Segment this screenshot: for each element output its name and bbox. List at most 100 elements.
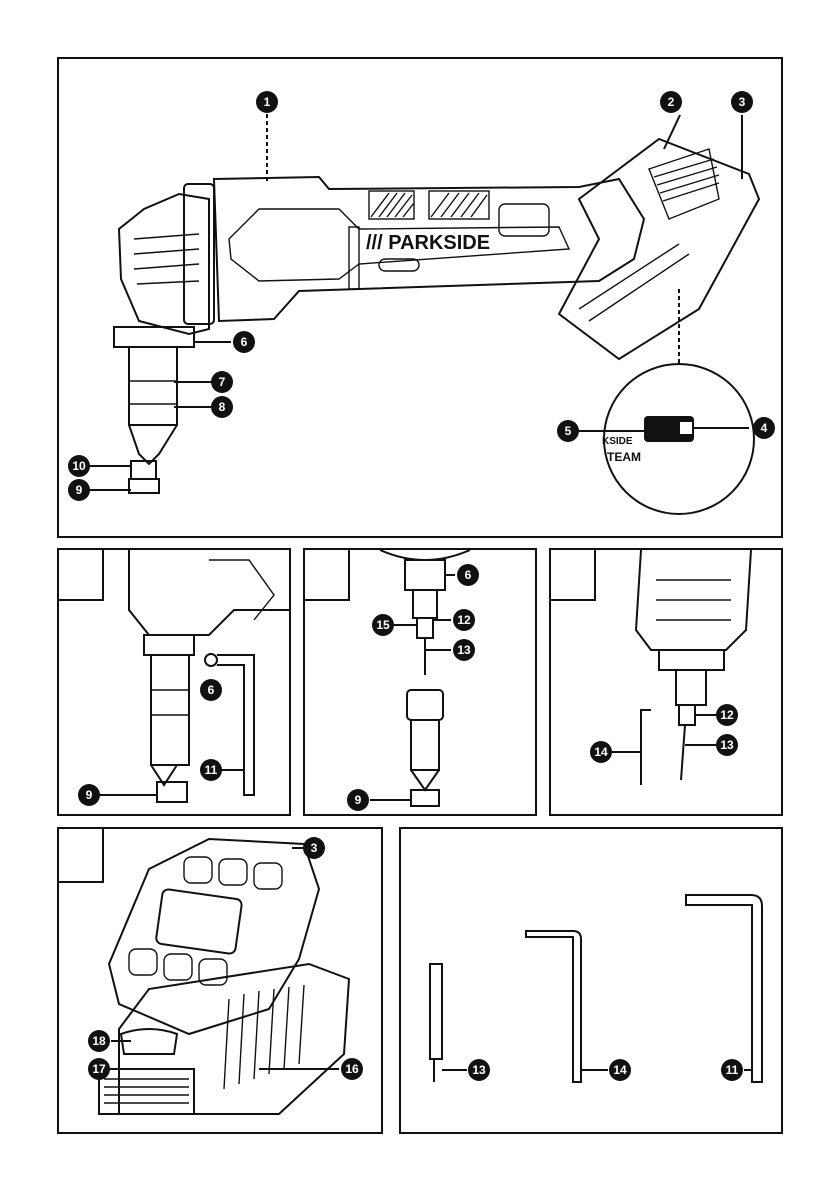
svg-text:14: 14 <box>594 745 608 759</box>
locking-screw <box>205 654 217 666</box>
cutting-head-shaft <box>129 347 177 425</box>
callout-3: 3 <box>731 91 753 113</box>
svg-text:4: 4 <box>761 421 768 435</box>
svg-text:13: 13 <box>457 643 471 657</box>
hex-key-small <box>641 710 651 785</box>
cutting-head-removed <box>411 720 439 770</box>
svg-text:16: 16 <box>345 1062 359 1076</box>
hex-key <box>217 655 254 795</box>
step-b-illustration: 6 12 15 13 9 <box>305 550 537 816</box>
callout-6: 6 <box>200 679 222 701</box>
svg-text:9: 9 <box>355 793 362 807</box>
battery-ribs <box>649 149 719 219</box>
battery-grip-cells <box>129 857 282 985</box>
battery-display-panel <box>155 889 242 955</box>
callout-8: 8 <box>211 396 233 418</box>
punch-holder <box>129 425 177 464</box>
cutting-die <box>157 782 187 802</box>
svg-text:13: 13 <box>472 1063 486 1077</box>
svg-text:14: 14 <box>613 1063 627 1077</box>
svg-text:7: 7 <box>219 375 226 389</box>
cutting-head-shaft <box>151 655 189 765</box>
svg-text:6: 6 <box>465 568 472 582</box>
switch-slot <box>349 227 359 289</box>
step-tab-b <box>305 550 349 600</box>
callout-13: 13 <box>468 1059 490 1081</box>
battery-pack <box>559 139 759 359</box>
svg-text:9: 9 <box>76 483 83 497</box>
lock-nut <box>114 327 194 347</box>
motor-head-ribs <box>134 234 199 284</box>
svg-text:15: 15 <box>376 618 390 632</box>
callout-11: 11 <box>200 759 222 781</box>
callout-7: 7 <box>211 371 233 393</box>
spare-punch <box>430 964 442 1059</box>
step-c-illustration: 12 13 14 <box>551 550 783 816</box>
die-base <box>129 479 159 493</box>
callout-13: 13 <box>453 639 475 661</box>
callout-18: 18 <box>88 1030 110 1052</box>
callout-13: 13 <box>716 734 738 756</box>
step-tab-c <box>551 550 595 600</box>
charger-front <box>99 1069 194 1114</box>
svg-text:11: 11 <box>205 763 218 777</box>
step-a-illustration: 6 9 11 <box>59 550 291 816</box>
hex-key-small <box>526 931 581 1082</box>
hex-key-large <box>686 895 762 1082</box>
punch-holder <box>417 618 433 638</box>
motor-housing <box>129 550 291 635</box>
callout-16: 16 <box>341 1058 363 1080</box>
callout-15: 15 <box>372 614 394 636</box>
accessories-illustration: 13 14 11 <box>401 829 783 1134</box>
svg-text:2: 2 <box>668 95 675 109</box>
svg-text:17: 17 <box>92 1062 106 1076</box>
cutting-die <box>411 790 439 806</box>
svg-text:18: 18 <box>92 1034 106 1048</box>
callout-12: 12 <box>453 609 475 631</box>
detail-team-text: TEAM <box>607 450 641 464</box>
svg-text:6: 6 <box>241 335 248 349</box>
detail-brand-text: KSIDE <box>602 436 633 447</box>
svg-text:3: 3 <box>739 95 746 109</box>
svg-text:11: 11 <box>726 1063 739 1077</box>
callout-14: 14 <box>590 741 612 763</box>
brand-logo: /// PARKSIDE <box>366 232 490 254</box>
svg-text:9: 9 <box>86 788 93 802</box>
step-d-illustration: 3 18 17 16 <box>59 829 383 1134</box>
charger-vents <box>224 985 304 1089</box>
main-overview-panel: /// PARKSIDE KSIDE TEAM 1 2 <box>57 57 783 538</box>
cutting-die <box>131 461 156 479</box>
callout-17: 17 <box>88 1058 110 1080</box>
callout-6: 6 <box>457 564 479 586</box>
callout-11: 11 <box>721 1059 743 1081</box>
svg-text:12: 12 <box>720 708 734 722</box>
svg-text:12: 12 <box>457 613 471 627</box>
callout-9: 9 <box>347 789 369 811</box>
callout-12: 12 <box>716 704 738 726</box>
callout-9: 9 <box>68 479 90 501</box>
step-panel-d: 3 18 17 16 <box>57 827 383 1134</box>
svg-text:3: 3 <box>311 841 318 855</box>
callout-2: 2 <box>660 91 682 113</box>
svg-text:5: 5 <box>565 424 572 438</box>
svg-text:10: 10 <box>72 459 86 473</box>
step-panel-a: 6 9 11 <box>57 548 291 816</box>
callout-3: 3 <box>303 837 325 859</box>
step-tab-a <box>59 550 103 600</box>
callout-9: 9 <box>78 784 100 806</box>
svg-text:6: 6 <box>208 683 215 697</box>
punch <box>681 725 685 780</box>
callout-14: 14 <box>609 1059 631 1081</box>
step-panel-c: 12 13 14 <box>549 548 783 816</box>
svg-text:13: 13 <box>720 738 734 752</box>
svg-text:1: 1 <box>264 95 271 109</box>
step-tab-d <box>59 829 103 882</box>
accessories-panel: 13 14 11 <box>399 827 783 1134</box>
nibbler-overview-illustration: /// PARKSIDE KSIDE TEAM 1 2 <box>59 59 783 538</box>
charger <box>119 964 349 1114</box>
callout-6: 6 <box>233 331 255 353</box>
charge-led-display <box>679 421 693 435</box>
svg-text:8: 8 <box>219 400 226 414</box>
callout-4: 4 <box>753 417 775 439</box>
callout-5: 5 <box>557 420 579 442</box>
